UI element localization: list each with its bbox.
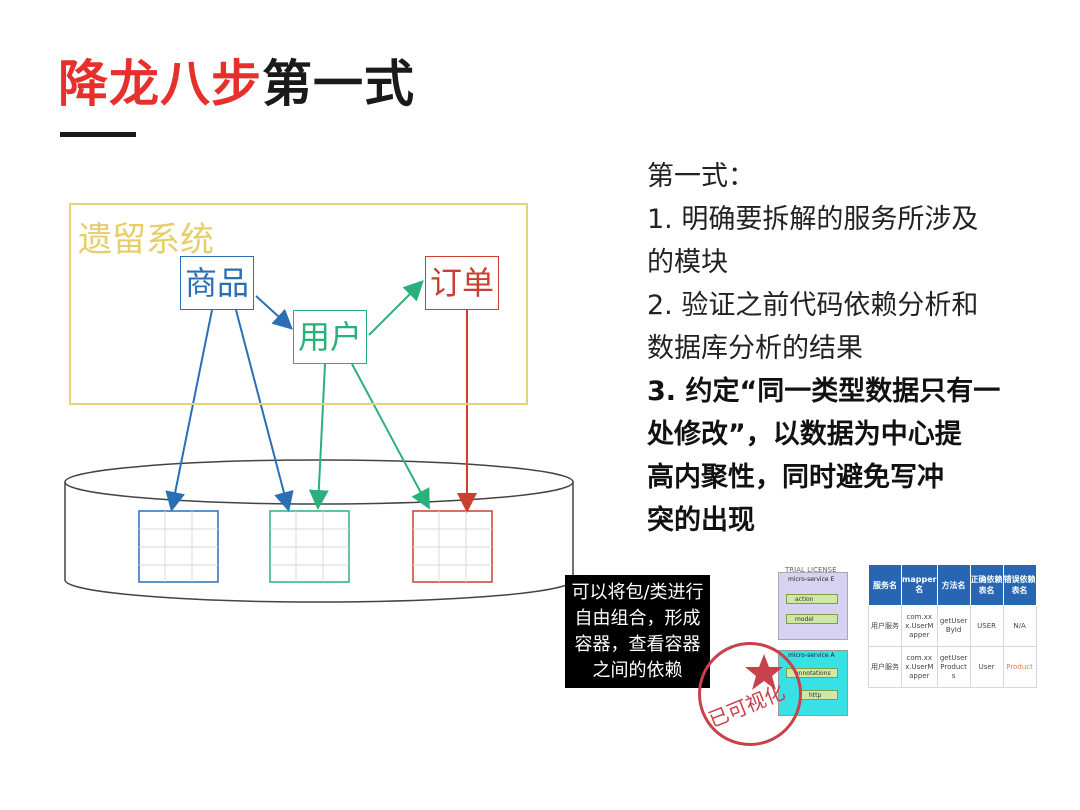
mini-a-item: http [800, 690, 838, 700]
callout-line: 自由组合，形成 [574, 608, 701, 629]
dependency-table: 服务名 mapper名 方法名 正确依赖表名 错误依赖表名 用户服务 com.x… [868, 564, 1037, 688]
arrow-product-to-user [255, 295, 293, 330]
step-2-line-2: 数据库分析的结果 [647, 333, 863, 364]
arrow-product-to-user-table [235, 309, 294, 512]
step-3-line-4: 突的出现 [647, 505, 755, 536]
table-header-row: 服务名 mapper名 方法名 正确依赖表名 错误依赖表名 [868, 564, 1037, 606]
step-2-line-1: 2. 验证之前代码依赖分析和 [647, 290, 979, 321]
user-table [269, 510, 350, 583]
visualized-stamp [698, 642, 802, 746]
callout-line: 之间的依赖 [592, 660, 683, 681]
step-1-line-1: 1. 明确要拆解的服务所涉及 [647, 204, 979, 235]
container-callout: 可以将包/类进行 自由组合，形成 容器，查看容器 之间的依赖 [565, 575, 710, 688]
star-icon [745, 654, 783, 690]
step-3-line-1: 3. 约定“同一类型数据只有一 [647, 376, 1001, 407]
column-header: mapper名 [901, 564, 938, 606]
product-table [138, 510, 219, 583]
module-order: 订单 [425, 256, 499, 310]
module-user: 用户 [293, 310, 367, 364]
callout-line: 可以将包/类进行 [571, 582, 704, 603]
arrow-user-to-user-table [308, 363, 329, 510]
table-row: 用户服务 com.xxx.UserMapper getUserById USER… [868, 605, 1037, 647]
arrow-user-to-order [368, 280, 424, 336]
mini-service-e-box [778, 572, 848, 640]
legacy-system-label: 遗留系统 [78, 220, 214, 260]
module-product: 商品 [180, 256, 254, 310]
title-part-red: 降龙八步 [58, 55, 262, 113]
column-header: 正确依赖表名 [969, 564, 1004, 606]
table-cell: USER [969, 605, 1004, 647]
mini-service-e-label: micro-service E [788, 576, 835, 583]
column-header: 错误依赖表名 [1002, 564, 1037, 606]
steps-heading: 第一式： [647, 161, 755, 192]
column-header: 服务名 [868, 564, 902, 606]
mini-e-item: action [786, 594, 838, 604]
table-cell: getUserProducts [936, 646, 971, 688]
table-cell: N/A [1002, 605, 1037, 647]
table-cell: Product [1002, 646, 1037, 688]
order-table [412, 510, 493, 583]
mini-diagram-watermark: TRIAL LICENSE [785, 566, 837, 574]
title-part-black: 第一式 [262, 55, 415, 113]
table-row: 用户服务 com.xxx.UserMapper getUserProducts … [868, 646, 1037, 688]
mini-service-a-label: micro-service A [788, 652, 835, 659]
legacy-system-box [69, 203, 528, 405]
title-underline [60, 132, 136, 137]
table-cell: com.xxx.UserMapper [901, 646, 938, 688]
step-1-line-2: 的模块 [647, 247, 728, 278]
arrow-user-to-order-table [351, 363, 430, 510]
page-title: 降龙八步第一式 [58, 44, 415, 116]
column-header: 方法名 [936, 564, 971, 606]
table-cell: User [969, 646, 1004, 688]
mini-e-item: model [786, 614, 838, 624]
table-cell: com.xxx.UserMapper [901, 605, 938, 647]
callout-line: 容器，查看容器 [574, 634, 701, 655]
step-3-line-3: 高内聚性，同时避免写冲 [647, 462, 944, 493]
arrow-product-to-product-table [165, 309, 213, 512]
table-cell: getUserById [936, 605, 971, 647]
table-cell: 用户服务 [868, 646, 902, 688]
step-3-line-2: 处修改”，以数据为中心提 [647, 419, 962, 450]
table-cell: 用户服务 [868, 605, 902, 647]
